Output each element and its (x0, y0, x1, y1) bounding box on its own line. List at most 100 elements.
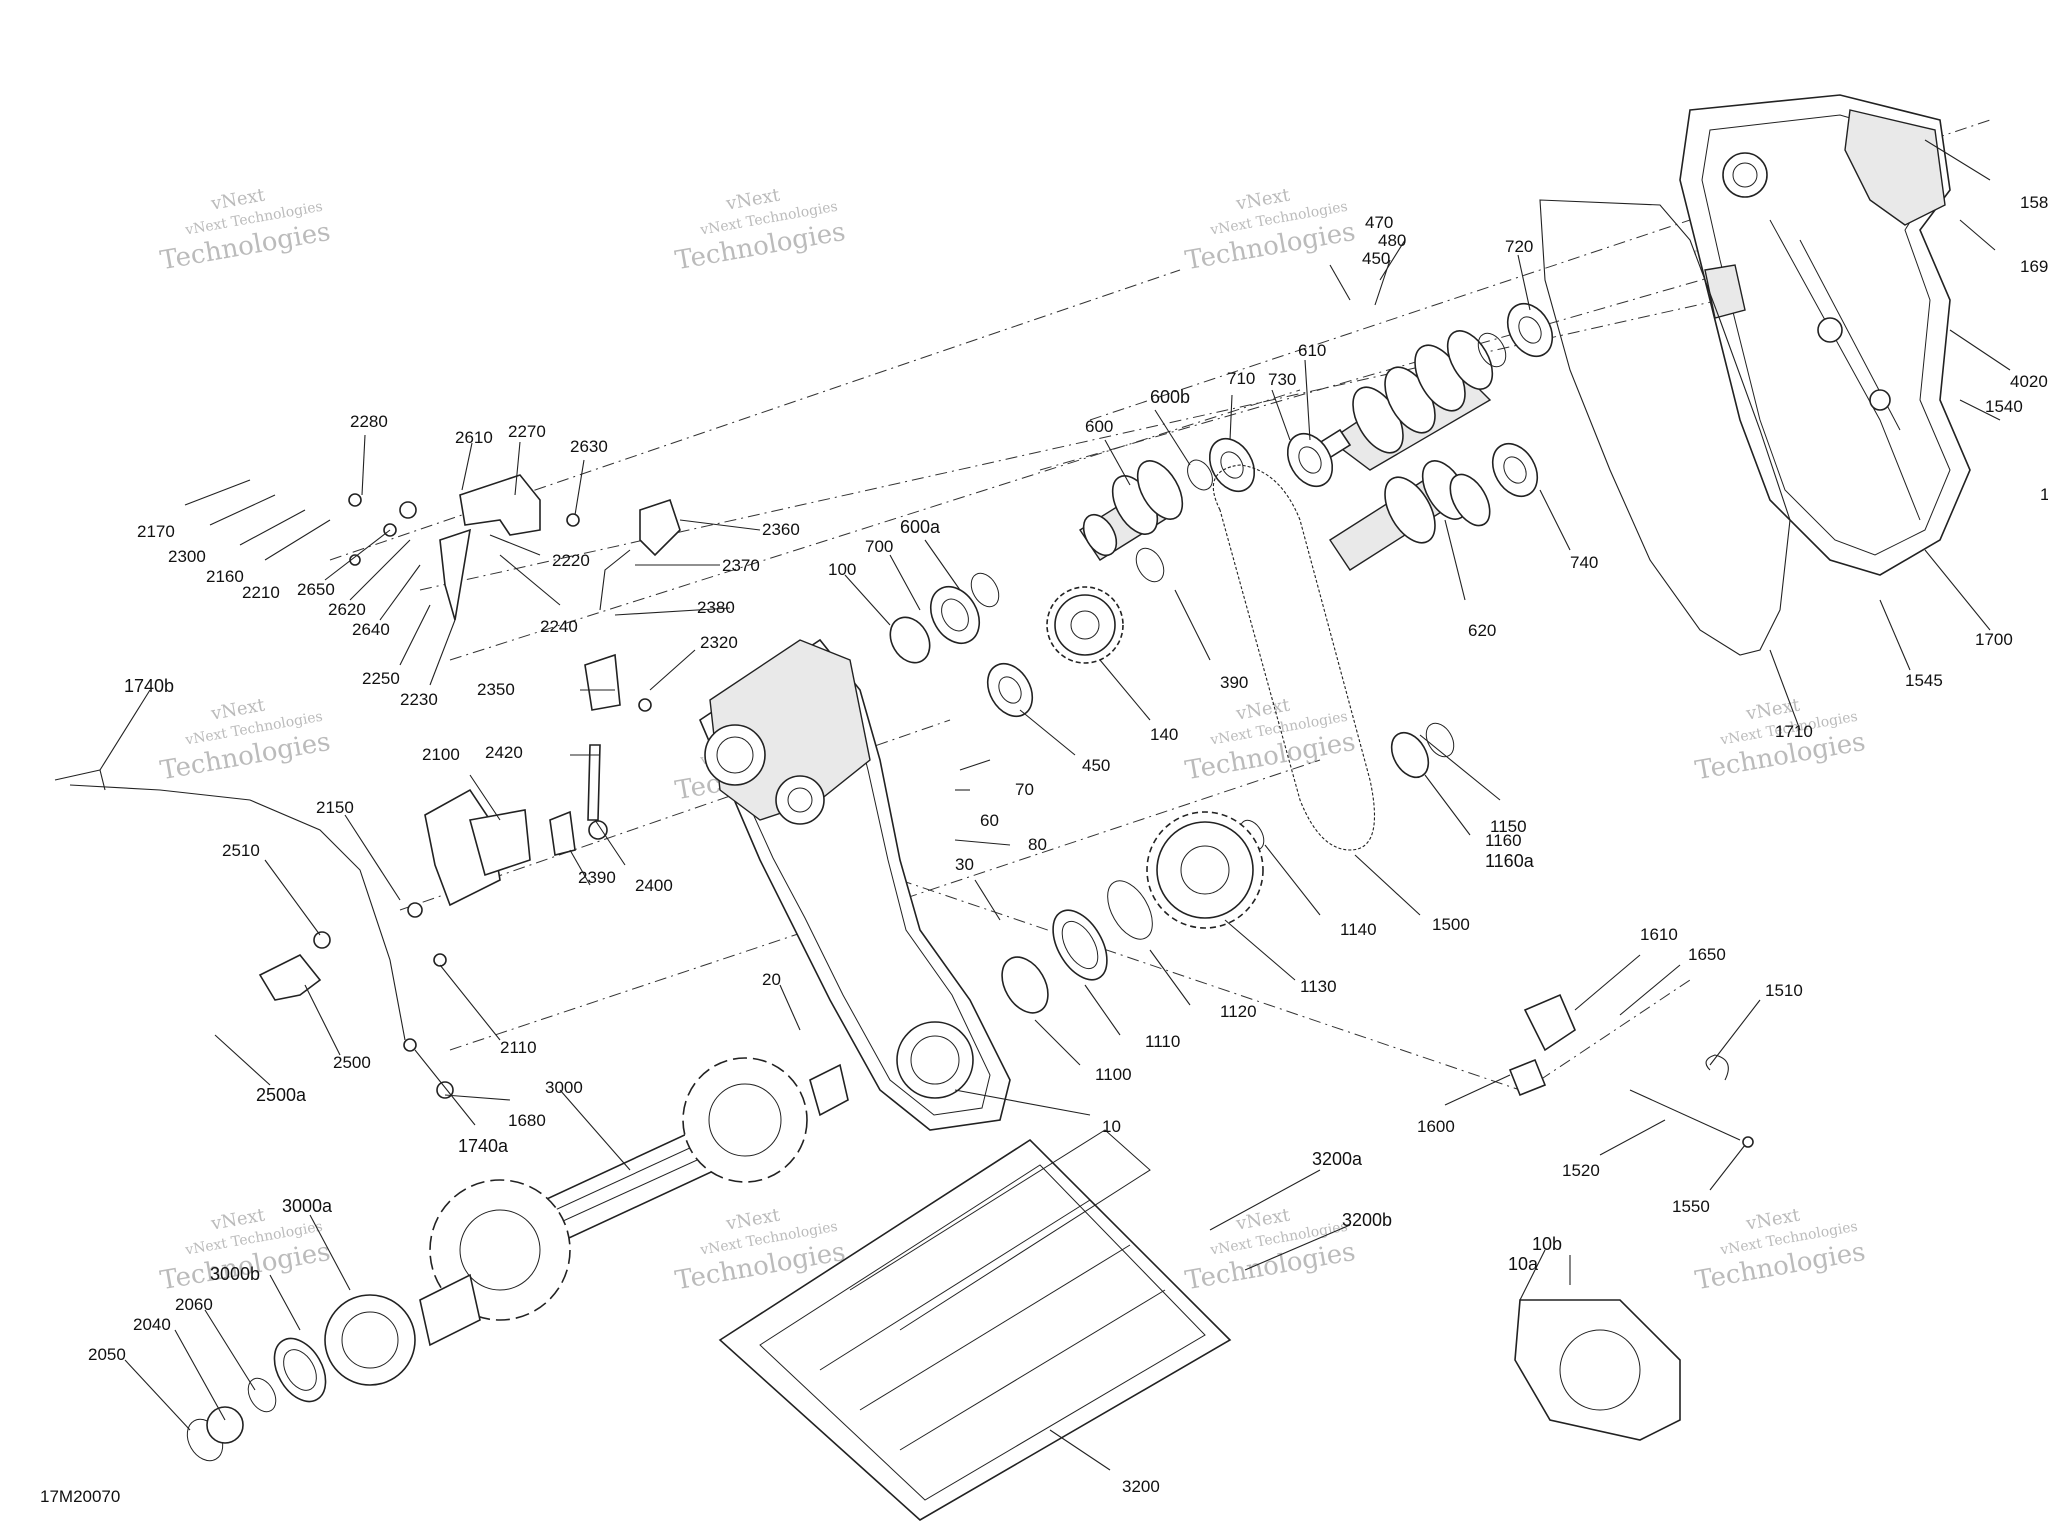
callout-1740a: 1740a (458, 1136, 509, 1156)
chain-1500 (1212, 464, 1376, 851)
tensioner (1508, 993, 1754, 1148)
callout-2390: 2390 (578, 868, 616, 887)
callout-450b: 450 (1362, 249, 1390, 268)
callout-1100: 1100 (1095, 1065, 1132, 1084)
callout-3200a: 3200a (1312, 1149, 1363, 1169)
callout-1500: 1500 (1432, 915, 1470, 934)
shaft-620 (1329, 460, 1491, 571)
callout-3000b: 3000b (210, 1264, 260, 1284)
callout-1740b: 1740b (124, 676, 174, 696)
callout-2630: 2630 (570, 437, 608, 456)
callout-610: 610 (1298, 341, 1326, 360)
callout-1550: 1550 (1672, 1197, 1710, 1216)
callout-480: 480 (1378, 231, 1406, 250)
callout-1580: 158 (2020, 193, 2048, 212)
callout-2170: 2170 (137, 522, 175, 541)
callout-3000: 3000 (545, 1078, 583, 1097)
callout-2640: 2640 (352, 620, 390, 639)
callout-2100: 2100 (422, 745, 460, 764)
callout-470: 470 (1365, 213, 1393, 232)
shift-linkage (348, 474, 681, 856)
callout-450: 450 (1082, 756, 1110, 775)
drive-shaft-3000 (419, 1057, 849, 1347)
chaincase-10 (699, 638, 1011, 1131)
callout-2220: 2220 (552, 551, 590, 570)
callout-3000a: 3000a (282, 1196, 333, 1216)
callout-2160: 2160 (206, 567, 244, 586)
callout-2350: 2350 (477, 680, 515, 699)
callout-1510: 1510 (1765, 981, 1803, 1000)
shaft-610 (1298, 330, 1494, 472)
callout-1540: 1540 (1985, 397, 2023, 416)
callout-2610: 2610 (455, 428, 493, 447)
side-cover-1700 (1679, 94, 1971, 576)
callout-60: 60 (980, 811, 999, 830)
callout-1150: 1150 (1490, 817, 1527, 836)
callout-2650: 2650 (297, 580, 335, 599)
callout-700: 700 (865, 537, 893, 556)
callout-20: 20 (762, 970, 781, 989)
callout-4020: 4020 (2010, 372, 2048, 391)
bracket-2100 (313, 788, 531, 967)
callout-1130: 1130 (1300, 977, 1337, 996)
callout-1700: 1700 (1975, 630, 2013, 649)
cable-1740 (54, 769, 417, 1052)
callout-labels: 1581694020154017001545171047048045072061… (88, 193, 2048, 1496)
callout-10b: 10b (1532, 1234, 1562, 1254)
bearings (186, 302, 1554, 1462)
callout-2110: 2110 (500, 1038, 537, 1057)
callout-1140: 1140 (1340, 920, 1377, 939)
bearing-housing (206, 1294, 416, 1444)
callout-1600: 1600 (1417, 1117, 1455, 1136)
callout-2500a: 2500a (256, 1085, 307, 1105)
callout-2420: 2420 (485, 743, 523, 762)
callout-1690: 169 (2020, 257, 2048, 276)
callout-740: 740 (1570, 553, 1598, 572)
callout-390: 390 (1220, 673, 1248, 692)
callout-2050: 2050 (88, 1345, 126, 1364)
callout-1545: 1545 (1905, 671, 1943, 690)
callout-1680: 1680 (508, 1111, 546, 1130)
callout-100: 100 (828, 560, 856, 579)
callout-70: 70 (1015, 780, 1034, 799)
callout-30: 30 (955, 855, 974, 874)
sprocket-1160 (1390, 731, 1430, 779)
callout-1590: 1 (2040, 485, 2048, 504)
callout-2380: 2380 (697, 598, 735, 617)
callout-1520: 1520 (1562, 1161, 1600, 1180)
callout-3200: 3200 (1122, 1477, 1160, 1496)
callout-2040: 2040 (133, 1315, 171, 1334)
callout-710: 710 (1227, 369, 1255, 388)
callout-3200b: 3200b (1342, 1210, 1392, 1230)
callout-2320: 2320 (700, 633, 738, 652)
callout-2230: 2230 (400, 690, 438, 709)
callout-720: 720 (1505, 237, 1533, 256)
cam-2500 (258, 953, 454, 1099)
callout-2280: 2280 (350, 412, 388, 431)
callout-600b: 600b (1150, 387, 1190, 407)
callout-600a: 600a (900, 517, 941, 537)
callout-2370: 2370 (722, 556, 760, 575)
callout-140: 140 (1150, 725, 1178, 744)
plate-10a (1514, 1299, 1681, 1441)
callout-1110: 1110 (1145, 1032, 1180, 1051)
callout-2270: 2270 (508, 422, 546, 441)
callout-1160a: 1160a (1485, 851, 1535, 871)
callout-600: 600 (1085, 417, 1113, 436)
callout-2060: 2060 (175, 1295, 213, 1314)
callout-2510: 2510 (222, 841, 260, 860)
callout-2500: 2500 (333, 1053, 371, 1072)
callout-730: 730 (1268, 370, 1296, 389)
leader-lines (99, 139, 2011, 1471)
callout-80: 80 (1028, 835, 1047, 854)
gear-140 (1046, 586, 1124, 664)
shaft-600 (1079, 460, 1184, 561)
